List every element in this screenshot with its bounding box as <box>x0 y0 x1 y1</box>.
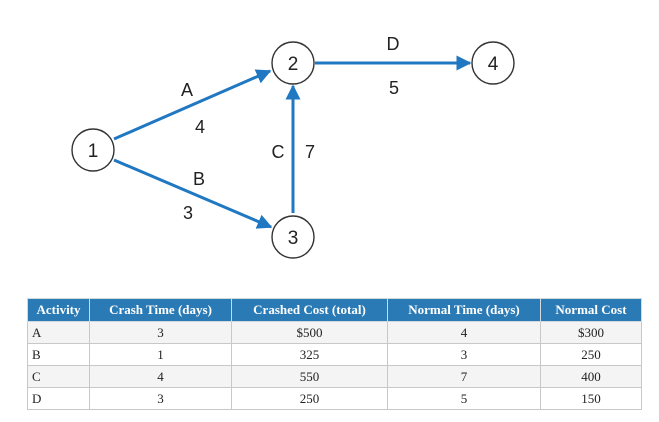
edge-a <box>113 69 272 141</box>
cell-crashed-cost: 325 <box>231 343 388 366</box>
cell-crash-time: 1 <box>89 343 232 366</box>
activity-table-container: Activity Crash Time (days) Crashed Cost … <box>27 298 642 410</box>
cell-crash-time: 3 <box>89 321 232 344</box>
cell-crashed-cost: 250 <box>231 387 388 410</box>
node-1: 1 <box>71 128 115 172</box>
cell-crashed-cost: $500 <box>231 321 388 344</box>
edge-b-activity-label: B <box>193 169 205 189</box>
node-2-label: 2 <box>288 54 299 75</box>
cell-normal-time: 3 <box>387 343 541 366</box>
header-normal-cost: Normal Cost <box>540 298 642 322</box>
cell-normal-cost: 400 <box>540 365 642 388</box>
cell-normal-time: 4 <box>387 321 541 344</box>
activity-table: Activity Crash Time (days) Crashed Cost … <box>27 298 642 410</box>
edge-a-activity-label: A <box>181 80 193 100</box>
cell-normal-time: 5 <box>387 387 541 410</box>
header-activity: Activity <box>27 298 90 322</box>
edge-c-duration-label: 7 <box>305 142 315 162</box>
network-diagram: A 4 B 3 C 7 D 5 1 2 3 4 <box>71 34 515 259</box>
table-row: A 3 $500 4 $300 <box>27 321 642 344</box>
edge-b <box>113 158 273 229</box>
cell-normal-time: 7 <box>387 365 541 388</box>
table-row: C 4 550 7 400 <box>27 365 642 388</box>
cell-normal-cost: 250 <box>540 343 642 366</box>
node-3: 3 <box>271 215 315 259</box>
cell-crashed-cost: 550 <box>231 365 388 388</box>
edge-c-activity-label: C <box>272 142 285 162</box>
cell-activity: A <box>27 321 90 344</box>
edge-d-duration-label: 5 <box>389 78 399 98</box>
node-4: 4 <box>471 41 515 85</box>
header-crashed-cost: Crashed Cost (total) <box>231 298 388 322</box>
header-normal-time: Normal Time (days) <box>387 298 541 322</box>
edge-b-duration-label: 3 <box>183 203 193 223</box>
node-3-label: 3 <box>288 228 299 249</box>
cell-crash-time: 3 <box>89 387 232 410</box>
cell-activity: B <box>27 343 90 366</box>
node-1-label: 1 <box>88 141 99 162</box>
cell-activity: C <box>27 365 90 388</box>
node-4-label: 4 <box>488 54 499 75</box>
header-crash-time: Crash Time (days) <box>89 298 232 322</box>
edge-d-activity-label: D <box>387 34 400 54</box>
cell-crash-time: 4 <box>89 365 232 388</box>
table-row: B 1 325 3 250 <box>27 343 642 366</box>
edge-a-duration-label: 4 <box>195 117 205 137</box>
cell-activity: D <box>27 387 90 410</box>
cell-normal-cost: $300 <box>540 321 642 344</box>
table-row: D 3 250 5 150 <box>27 387 642 410</box>
table-header-row: Activity Crash Time (days) Crashed Cost … <box>27 298 642 322</box>
node-2: 2 <box>271 41 315 85</box>
cell-normal-cost: 150 <box>540 387 642 410</box>
